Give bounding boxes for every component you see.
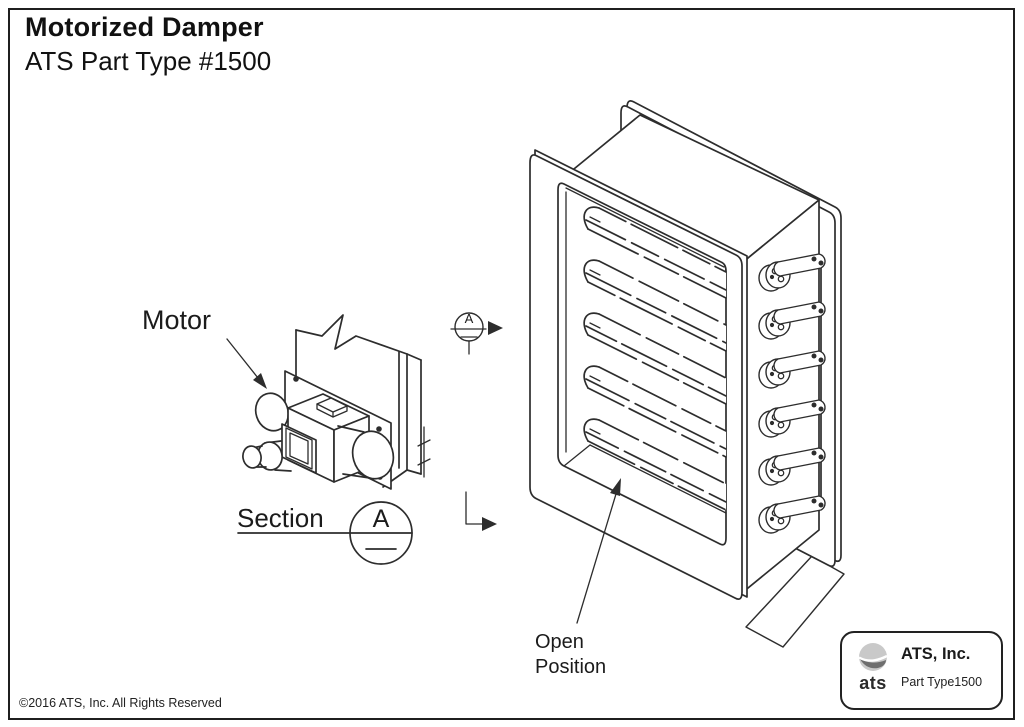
section-cut-symbol-top: A xyxy=(450,311,503,355)
open-position-arrowhead xyxy=(610,478,621,496)
cut-arrow-bottom xyxy=(482,517,497,531)
louver-blade xyxy=(583,259,727,352)
section-detail-letter: A xyxy=(373,505,390,533)
ats-logo-text: ats xyxy=(859,673,887,693)
damper-isometric-view xyxy=(529,100,845,648)
motor-label: Motor xyxy=(142,305,211,335)
duct-sleeve xyxy=(557,114,820,598)
page-title: Motorized Damper xyxy=(25,12,264,42)
motor-arrowhead xyxy=(253,373,267,389)
louver-blade xyxy=(583,206,727,299)
page-border xyxy=(8,8,1015,720)
page-subtitle: ATS Part Type #1500 xyxy=(25,46,272,76)
ats-logo-icon xyxy=(858,642,888,672)
louver-linkage xyxy=(758,253,826,534)
ats-logo-info: ATS, Inc. Part Type1500 xyxy=(901,642,982,689)
copyright-notice: ©2016 ATS, Inc. All Rights Reserved xyxy=(19,696,222,710)
section-label: Section xyxy=(237,503,324,533)
open-position-label-line1: Open xyxy=(535,631,584,653)
rear-collar xyxy=(745,555,845,648)
dimension-ticks xyxy=(417,426,431,478)
open-position-callout: Open Position xyxy=(535,478,621,678)
ats-logo-column: ats xyxy=(854,642,892,694)
part-type: Part Type1500 xyxy=(901,675,983,689)
company-name: ATS, Inc. xyxy=(901,645,971,663)
cut-plane-letter: A xyxy=(465,311,474,326)
louver-blade xyxy=(583,418,727,511)
motor-actuator xyxy=(242,392,395,483)
louver-blade xyxy=(583,365,727,458)
open-position-label-line2: Position xyxy=(535,656,606,678)
title-block: Motorized Damper ATS Part Type #1500 xyxy=(25,12,271,77)
louver-blades xyxy=(583,206,727,511)
louver-blade xyxy=(583,312,727,405)
motor-detail-view: Motor xyxy=(142,305,431,490)
ats-logo-box: ats ATS, Inc. Part Type1500 xyxy=(840,631,1003,710)
motor-callout: Motor xyxy=(142,305,267,389)
section-cut-symbol-bottom xyxy=(465,491,497,531)
section-callout: Section A xyxy=(237,501,413,565)
cut-arrow-top xyxy=(488,321,503,335)
